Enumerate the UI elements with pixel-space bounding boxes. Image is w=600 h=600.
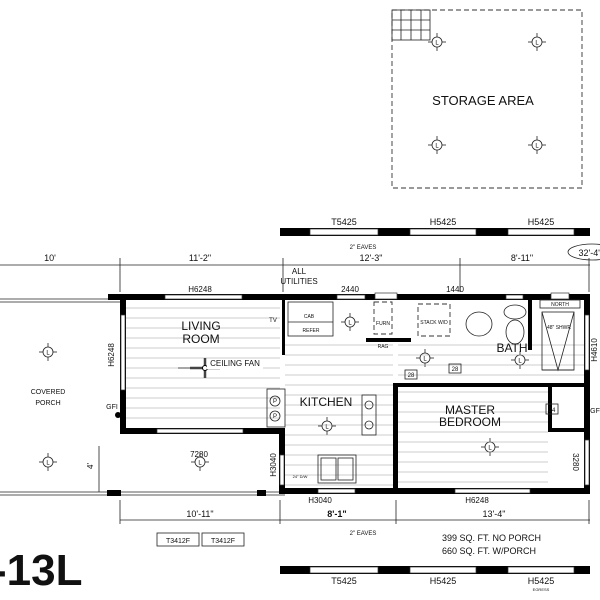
window-label: T5425 [331, 217, 357, 227]
porch-depth-label: 4' [86, 463, 95, 469]
light-fixture-icon: L [511, 351, 529, 369]
door-tag: 28 [452, 367, 459, 373]
window-label: H5425 [430, 576, 457, 586]
living-room-label: LIVING [181, 319, 220, 333]
svg-text:L: L [435, 144, 439, 150]
master-bedroom-label: BEDROOM [439, 415, 501, 429]
dimension-label: 11'-2" [189, 253, 211, 263]
north-label: NORTH [551, 302, 569, 308]
window-label: H6248 [188, 285, 212, 294]
svg-text:L: L [435, 41, 439, 47]
cabinet-label: CAB [304, 314, 315, 320]
storage-area-label: STORAGE AREA [432, 93, 534, 108]
fixtures: CAB REFER TV FURN RAG STACK W/D NORTH 48… [106, 299, 600, 484]
svg-text:L: L [46, 351, 50, 357]
tv-label: TV [269, 318, 277, 324]
window-label: H3040 [269, 453, 278, 477]
shower-label: 48" SHWR [547, 325, 571, 331]
dimension-label: 13'-4" [483, 509, 506, 519]
svg-text:L: L [488, 446, 492, 452]
furnace-label: FURN [376, 321, 390, 327]
dimension-label: 10' [44, 253, 56, 263]
egress-label: EGRESS [533, 587, 550, 592]
storage-area: STORAGE AREA [391, 9, 583, 189]
light-fixture-icon: L [341, 313, 359, 331]
door-tag: 28 [408, 373, 415, 379]
window-label: 2440 [341, 285, 359, 294]
master-bedroom-label: MASTER [445, 403, 495, 417]
utilities-label: ALL [292, 267, 307, 276]
plank-flooring [126, 307, 584, 486]
svg-text:L: L [535, 144, 539, 150]
svg-text:L: L [198, 461, 202, 467]
gfi-label: GFI [590, 408, 600, 415]
dimension-label: 8'-1" [327, 509, 346, 519]
window-label: 1440 [446, 285, 464, 294]
room-labels: LIVING ROOM CEILING FAN KITCHEN BATH MAS… [181, 319, 527, 429]
svg-text:L: L [423, 357, 427, 363]
light-fixtures: L L L L L L L L [39, 33, 546, 471]
bottom-dimensions: 10'-11" 8'-1" 13'-4" 2" EAVES T3412F T34… [119, 500, 590, 556]
stack-washer-dryer-label: STACK W/D [420, 320, 448, 326]
light-fixture-icon: L [428, 136, 446, 154]
living-room-label: ROOM [182, 332, 219, 346]
light-fixture-icon: L [416, 349, 434, 367]
model-name: -13L [0, 546, 82, 595]
overall-length-label: 32'-4" [579, 248, 600, 258]
dimension-label: 10'-11" [186, 509, 213, 519]
door-tag: 24 [549, 408, 556, 414]
svg-text:L: L [46, 461, 50, 467]
light-fixture-icon: L [318, 417, 336, 435]
light-fixture-icon: L [428, 33, 446, 51]
dimension-label: 12'-3" [360, 253, 383, 263]
porch-label: COVERED [31, 389, 66, 396]
gfi-label: GFI [106, 404, 118, 411]
rear-elevation-top: T5425 H5425 H5425 2" EAVES [280, 217, 590, 251]
eaves-label: 2" EAVES [350, 245, 377, 251]
window-label: H5425 [430, 217, 457, 227]
svg-text:P: P [273, 414, 277, 420]
svg-text:L: L [535, 41, 539, 47]
dishwasher-label: 24" D/W [293, 474, 308, 479]
window-label: H4610 [590, 338, 599, 362]
light-fixture-icon: L [39, 343, 57, 361]
refrigerator-label: REFER [303, 328, 320, 334]
svg-text:L: L [348, 321, 352, 327]
rag-label: RAG [378, 344, 389, 350]
door-tag: T3412F [211, 538, 235, 545]
window-label: H5425 [528, 217, 555, 227]
ceiling-fan-label: CEILING FAN [210, 359, 260, 368]
light-fixture-icon: L [191, 453, 209, 471]
light-fixture-icon: L [528, 33, 546, 51]
window-label: H3040 [308, 496, 332, 505]
window-label: H6248 [107, 343, 116, 367]
windows: H6248 2440 1440 H6248 H4610 H3040 3280 H… [107, 285, 599, 505]
window-label: H5425 [528, 576, 555, 586]
area-label: 399 SQ. FT. NO PORCH [442, 533, 541, 543]
top-dimensions: 10' 11'-2" 12'-3" 8'-11" 32'-4" ALL UTIL… [0, 243, 600, 292]
porch-label: PORCH [35, 400, 60, 407]
area-label: 660 SQ. FT. W/PORCH [442, 546, 536, 556]
rear-elevation-bottom: T5425 H5425 H5425 EGRESS [280, 566, 590, 592]
light-fixture-icon: L [528, 136, 546, 154]
light-fixture-icon: L [481, 438, 499, 456]
light-fixture-icon: L [39, 453, 57, 471]
door-tag: T3412F [166, 538, 190, 545]
porch-window-label: 7280 [190, 450, 208, 459]
bath-label: BATH [496, 341, 527, 355]
svg-text:L: L [325, 425, 329, 431]
window-label: H6248 [465, 496, 489, 505]
porch: COVERED PORCH 4' 7280 [0, 298, 285, 496]
svg-text:L: L [518, 359, 522, 365]
utilities-label: UTILITIES [280, 277, 317, 286]
window-label: T5425 [331, 576, 357, 586]
eaves-label: 2" EAVES [350, 531, 377, 537]
dimension-label: 8'-11" [511, 253, 533, 263]
kitchen-label: KITCHEN [300, 395, 353, 409]
window-label: 3280 [571, 453, 580, 471]
svg-text:P: P [273, 399, 277, 405]
